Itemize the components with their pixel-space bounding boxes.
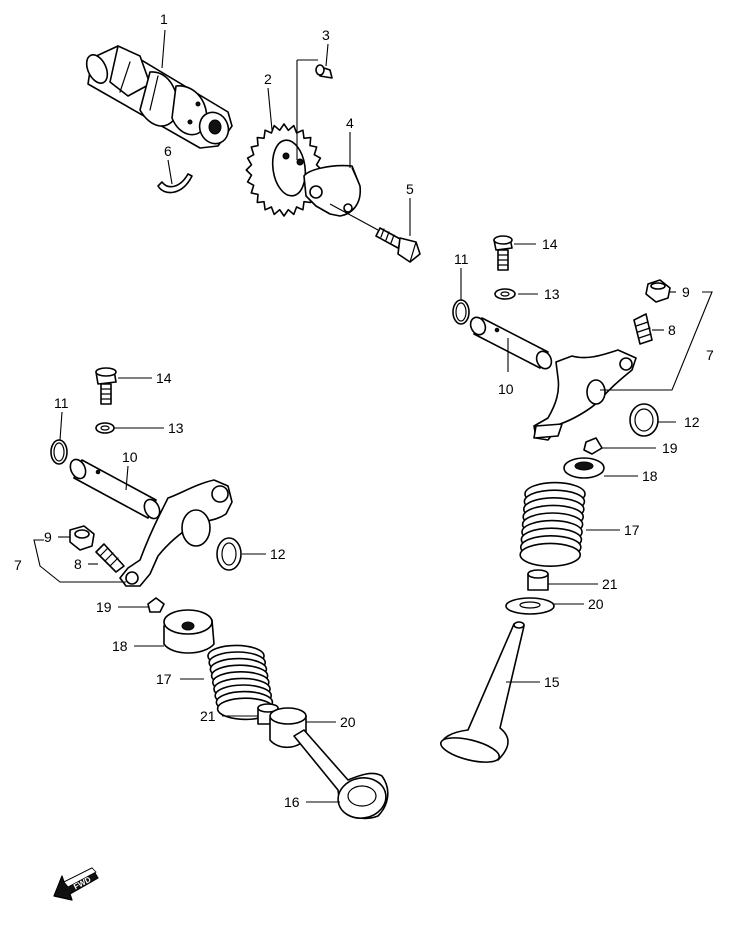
left-spring-retainer-18 xyxy=(163,609,215,654)
right-oring-11 xyxy=(452,299,470,325)
left-callout-11: 11 xyxy=(54,395,69,411)
right-callout-9: 9 xyxy=(682,284,690,300)
right-tappet-cap-19 xyxy=(583,437,603,455)
left-callout-10: 10 xyxy=(122,449,138,465)
left-bolt-14 xyxy=(95,367,117,405)
left-nut-9 xyxy=(69,525,95,551)
right-bolt-14 xyxy=(493,235,513,271)
left-callout-18: 18 xyxy=(112,638,128,654)
left-callout-14: 14 xyxy=(156,370,172,386)
left-rocker-arm-7 xyxy=(119,479,233,587)
right-callout-18: 18 xyxy=(642,468,658,484)
right-callout-14: 14 xyxy=(542,236,558,252)
left-rocker-shaft-10 xyxy=(69,458,161,520)
left-callout-19: 19 xyxy=(96,599,112,615)
left-callout-8: 8 xyxy=(74,556,82,572)
left-washer-13 xyxy=(95,422,115,434)
left-callout-12: 12 xyxy=(270,546,286,562)
cam-sprocket xyxy=(245,123,323,217)
right-callout-7: 7 xyxy=(706,347,714,363)
left-callout-20: 20 xyxy=(340,714,356,730)
camshaft xyxy=(85,45,233,149)
callout-2: 2 xyxy=(264,71,272,87)
left-valve-16 xyxy=(293,729,389,820)
cam-plate xyxy=(303,164,362,217)
right-washer-12 xyxy=(629,403,659,437)
left-callout-7: 7 xyxy=(14,557,22,573)
callout-5: 5 xyxy=(406,181,414,197)
right-rocker-shaft-10 xyxy=(469,316,553,370)
left-washer-12 xyxy=(216,537,242,571)
right-valve-15 xyxy=(439,621,525,763)
right-adjust-screw-8 xyxy=(633,313,653,345)
right-valve-spring-17 xyxy=(519,481,586,567)
right-rocker-arm-7 xyxy=(533,349,637,441)
right-callout-20: 20 xyxy=(588,596,604,612)
right-nut-9 xyxy=(645,279,671,303)
right-valve-seal-21 xyxy=(527,569,549,591)
circlip xyxy=(157,173,193,194)
left-callout-21: 21 xyxy=(200,708,216,724)
left-callout-9: 9 xyxy=(44,529,52,545)
leader-lines xyxy=(33,29,713,803)
right-callout-10: 10 xyxy=(498,381,514,397)
left-callout-13: 13 xyxy=(168,420,184,436)
left-valve-spring-17 xyxy=(207,644,275,721)
right-callout-13: 13 xyxy=(544,286,560,302)
right-callout-17: 17 xyxy=(624,522,640,538)
right-washer-13 xyxy=(494,288,516,300)
right-callout-19: 19 xyxy=(662,440,678,456)
callout-labels: 1 2 3 4 5 6 14 13 11 9 8 7 10 12 19 18 1… xyxy=(14,11,714,810)
dowel-pin xyxy=(315,64,333,79)
left-callout-17: 17 xyxy=(156,671,172,687)
callout-1: 1 xyxy=(160,11,168,27)
right-spring-retainer-18 xyxy=(563,457,605,479)
left-adjust-screw-8 xyxy=(95,543,125,573)
fwd-arrow-icon: FWD xyxy=(53,867,99,901)
right-callout-15: 15 xyxy=(544,674,560,690)
left-tappet-cap-19 xyxy=(147,597,165,613)
left-callout-16: 16 xyxy=(284,794,300,810)
callout-3: 3 xyxy=(322,27,330,43)
left-spring-seat-20 xyxy=(269,707,307,749)
right-callout-8: 8 xyxy=(668,322,676,338)
spring-coil xyxy=(519,542,582,567)
cam-bolt xyxy=(329,203,421,263)
right-callout-12: 12 xyxy=(684,414,700,430)
right-callout-11: 11 xyxy=(454,251,469,267)
callout-6: 6 xyxy=(164,143,172,159)
right-callout-21: 21 xyxy=(602,576,618,592)
right-spring-seat-20 xyxy=(505,597,555,615)
callout-4: 4 xyxy=(346,115,354,131)
left-oring-11 xyxy=(50,439,68,465)
